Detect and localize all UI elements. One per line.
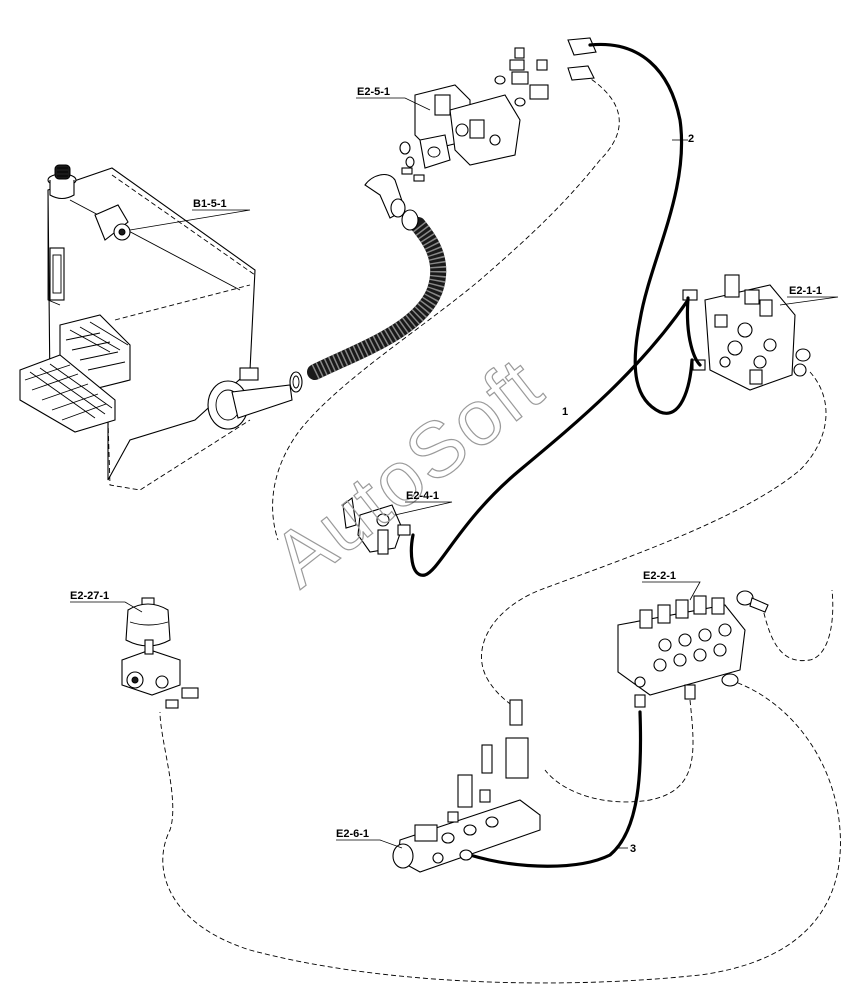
label-e2-5-1: E2-5-1	[357, 86, 390, 98]
main-control-valve	[682, 274, 811, 391]
hose-3	[468, 710, 643, 868]
leader-lines	[70, 97, 839, 849]
accumulator	[121, 597, 199, 709]
hose-1	[409, 298, 690, 577]
hose-number-1: 1	[562, 406, 568, 418]
dashed-routing-lines	[159, 74, 841, 984]
label-e2-1-1: E2-1-1	[789, 285, 822, 297]
steering-valve	[342, 496, 411, 555]
label-e2-2-1: E2-2-1	[643, 570, 676, 582]
hydraulic-tank	[19, 164, 303, 491]
pressure-hose-2	[588, 42, 694, 415]
hose-number-2: 2	[688, 133, 694, 145]
distribution-block	[392, 699, 541, 873]
valve-link-hose	[685, 296, 702, 367]
label-e2-27-1: E2-27-1	[70, 590, 109, 602]
hose-number-3: 3	[630, 843, 636, 855]
hydraulic-pump	[399, 37, 597, 182]
suction-hose	[307, 174, 447, 380]
label-b1-5-1: B1-5-1	[193, 198, 227, 210]
label-e2-6-1: E2-6-1	[336, 828, 369, 840]
label-e2-4-1: E2-4-1	[406, 490, 439, 502]
auxiliary-control-valve	[617, 590, 769, 708]
